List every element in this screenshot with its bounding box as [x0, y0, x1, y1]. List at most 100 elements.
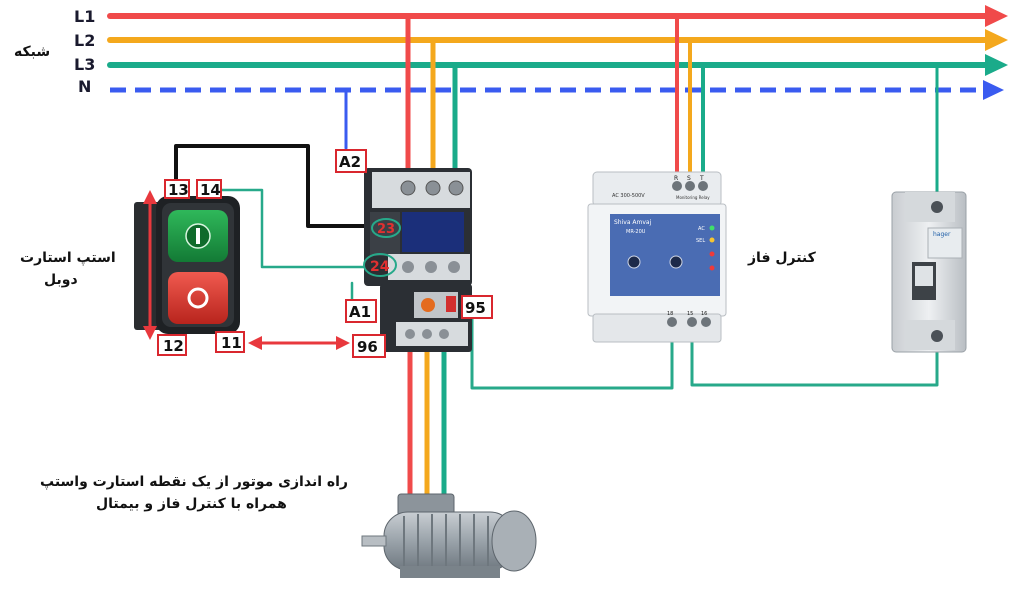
relay-knob-1: [627, 255, 641, 269]
contactor-window: [402, 212, 464, 252]
aux-23-circle: [371, 218, 401, 238]
l3-label: L3: [74, 55, 95, 74]
caption-line1: راه اندازی موتور از یک نقطه استارت واستپ: [40, 474, 348, 490]
start-icon-bar: [196, 228, 200, 244]
arrow-head-left: [248, 336, 262, 350]
arrow-head-down: [143, 326, 157, 340]
phase-control-label: کنترل فاز: [747, 250, 817, 266]
contactor: 23 24: [363, 168, 472, 352]
breaker-bottom-cap: [905, 320, 955, 350]
t96-box: [352, 334, 386, 358]
t13-label: 13: [168, 181, 189, 199]
relay-voltage-text: AC 300-500V: [612, 193, 645, 199]
a1-box: [345, 299, 377, 323]
top-screw-3: [448, 180, 464, 196]
stop-button-cap[interactable]: [168, 272, 228, 324]
relay-led-sel-label: SEL: [696, 238, 705, 244]
relay-screw-r: [672, 181, 682, 191]
motor-end-cap: [491, 510, 537, 572]
arrow-head-up: [143, 190, 157, 204]
t95-box: [461, 295, 493, 319]
lower-screw-2: [425, 261, 437, 273]
l3-bus-arrow: [985, 54, 1008, 76]
motor-cooling-fins: [403, 514, 489, 568]
l2-label: L2: [74, 31, 95, 50]
t96-label: 96: [357, 338, 378, 356]
relay-bottom-module: [592, 313, 722, 343]
relay-out-label-16: 16: [701, 311, 707, 317]
wires: [174, 13, 939, 503]
top-screw-2: [425, 180, 441, 196]
t12-box: [157, 334, 187, 356]
wire-aux-14-24: [218, 188, 368, 269]
l2-bus-arrow: [985, 29, 1008, 51]
relay-label-r: R: [674, 175, 678, 182]
t13-box: [164, 179, 190, 199]
relay-out-label-15: 15: [687, 311, 693, 317]
relay-knob-2: [669, 255, 683, 269]
ovl-screw-3: [439, 329, 449, 339]
t14-label: 14: [200, 181, 221, 199]
t95-label: 95: [465, 299, 486, 317]
breaker-brand-text: hager: [933, 231, 951, 238]
motor-shaft: [361, 535, 387, 547]
relay-led-4: [709, 265, 715, 271]
button-housing-back: [134, 202, 162, 330]
top-screw-1: [400, 180, 416, 196]
aux-23-label: 23: [377, 222, 395, 237]
t11-label: 11: [221, 334, 242, 352]
phase-control-relay: AC 300-500V Shiva Amvaj MR-20U Monitorin…: [587, 171, 727, 343]
relay-type-text: Monitoring Relay: [676, 195, 710, 200]
grid-label: شبکه: [14, 44, 50, 60]
relay-screw-s: [685, 181, 695, 191]
caption-line2: همراه با کنترل فاز و بیمتال: [96, 496, 287, 512]
wire-95-relay: [470, 313, 674, 390]
supply-bus: L1 L2 L3 N شبکه: [14, 5, 1008, 100]
breaker-lever: [915, 266, 933, 286]
relay-label-s: S: [687, 175, 691, 182]
a1-label: A1: [349, 303, 371, 321]
breaker-bottom-screw: [931, 330, 943, 342]
start-stop-label-line2: دوبل: [44, 272, 78, 288]
breaker-label-window: [927, 227, 963, 259]
relay-label-t: T: [699, 175, 704, 182]
lower-screw-3: [448, 261, 460, 273]
breaker-top-cap: [905, 192, 955, 222]
n-bus-arrow: [983, 80, 1004, 100]
n-label: N: [78, 77, 91, 96]
relay-model-text: MR-20U: [626, 229, 646, 235]
t12-label: 12: [163, 337, 184, 355]
motor-foot: [400, 566, 500, 578]
relay-out-label-18: 18: [667, 311, 673, 317]
wire-control-13-23: [174, 144, 368, 228]
ovl-screw-2: [422, 329, 432, 339]
relay-out-screw-15: [687, 317, 697, 327]
relay-screw-t: [698, 181, 708, 191]
relay-out-screw-18: [667, 317, 677, 327]
start-stop-label-line1: استپ استارت: [20, 250, 116, 266]
overload-dial-knob: [421, 298, 435, 312]
t14-box: [196, 179, 222, 199]
relay-led-ac-label: AC: [698, 226, 705, 232]
relay-brand-text: Shiva Amvaj: [614, 219, 652, 226]
overload-reset: [446, 296, 456, 312]
circuit-breaker: hager: [891, 191, 967, 353]
aux-24-circle: [363, 253, 397, 277]
breaker-top-screw: [931, 201, 943, 213]
l1-bus-arrow: [985, 5, 1008, 27]
relay-led-ac: [709, 225, 715, 231]
stop-icon: [187, 287, 209, 309]
t11-box: [215, 331, 245, 353]
electric-motor: [361, 493, 537, 578]
terminal-labels: A2 A1 13 14 12 11 95 96: [157, 149, 493, 358]
a2-box: [335, 149, 367, 173]
l1-label: L1: [74, 7, 95, 26]
start-stop-button[interactable]: [134, 190, 240, 340]
a2-label: A2: [339, 153, 361, 171]
arrow-head-right: [336, 336, 350, 350]
relay-face-panel: [610, 214, 720, 296]
relay-led-sel: [709, 237, 715, 243]
wire-relay-breaker: [690, 326, 939, 387]
aux-24-label: 24: [370, 259, 390, 275]
